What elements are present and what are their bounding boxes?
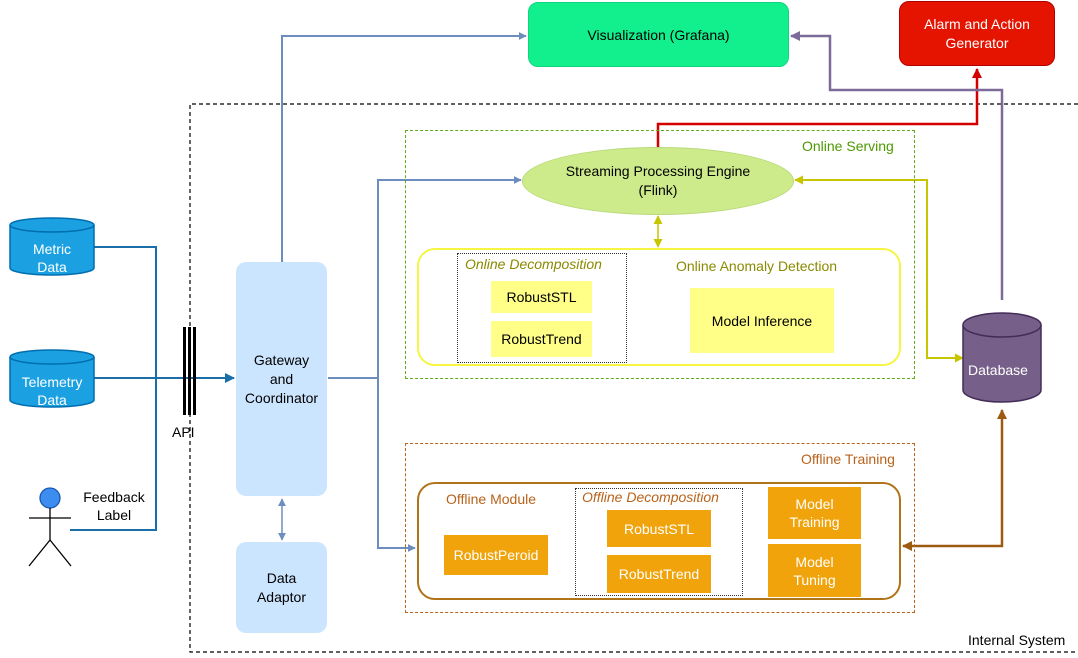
offline-decomposition-title: Offline Decomposition [582,489,719,505]
online-robuststl-label: RobustSTL [506,289,577,305]
offline-decomposition-group [575,488,743,596]
metric-to-api-line [93,246,157,378]
gateway-coordinator-box[interactable]: Gateway and Coordinator [236,262,327,496]
feedback-line2: Label [96,507,132,523]
alarm-label-line2: Generator [945,34,1009,51]
gateway-to-offline-arrow [377,378,416,552]
gateway-line3: Coordinator [244,389,319,406]
metric-data-cylinder-icon [9,217,95,276]
database-to-engine-arrow [794,175,964,363]
online-robusttrend-label: RobustTrend [501,331,582,347]
grafana-label: Visualization (Grafana) [587,26,730,43]
engine-to-alarm-arrow [656,68,982,147]
online-robusttrend-box[interactable]: RobustTrend [491,321,592,357]
engine-line2: (Flink) [638,182,678,198]
database-label: Database [968,362,1028,378]
online-decomposition-title: Online Decomposition [465,256,602,272]
api-gate-icon [183,327,196,415]
gateway-to-engine-arrow [328,176,522,379]
model-training-box[interactable]: Model Training [768,487,861,539]
offline-robuststl-box[interactable]: RobustSTL [607,510,711,547]
online-serving-section [405,130,915,379]
offline-robusttrend-label: RobustTrend [618,566,700,582]
offline-container [417,482,901,600]
online-detection-container [417,248,901,366]
telemetry-line1: Telemetry [21,374,83,390]
offline-module-title: Offline Module [446,491,537,507]
gateway-line1: Gateway [253,351,310,368]
adaptor-line1: Data [266,569,297,586]
feedback-label: Feedback Label [72,486,156,526]
robustperiod-box[interactable]: RobustPeroid [444,535,548,575]
user-figure-icon [28,487,72,567]
internal-system-label: Internal System [968,632,1066,648]
online-serving-label: Online Serving [802,138,894,154]
database-cylinder-icon [962,312,1042,403]
offline-training-label: Offline Training [801,451,895,467]
metric-line1: Metric [32,241,72,257]
tuning-line2: Tuning [793,571,836,588]
offline-robusttrend-box[interactable]: RobustTrend [607,555,711,593]
offline-training-section [405,443,915,613]
database-to-grafana-arrow [790,31,1004,300]
online-anomaly-title: Online Anomaly Detection [676,258,838,274]
engine-line1: Streaming Processing Engine [565,163,751,179]
model-tuning-box[interactable]: Model Tuning [768,544,861,597]
model-inference-label: Model Inference [711,312,813,329]
metric-line2: Data [37,259,67,275]
telemetry-line2: Data [37,392,67,408]
robustperiod-label: RobustPeroid [453,547,539,563]
grafana-box[interactable]: Visualization (Grafana) [528,2,789,67]
metric-data-label: Metric Data [10,238,94,278]
alarm-generator-box[interactable]: Alarm and Action Generator [899,1,1055,66]
online-decomposition-group [457,253,627,363]
data-adaptor-box[interactable]: Data Adaptor [236,542,327,633]
feedback-line1: Feedback [83,489,145,505]
training-line2: Training [789,514,840,530]
api-label: API [172,424,195,440]
online-robuststl-box[interactable]: RobustSTL [491,281,592,313]
streaming-engine-ellipse[interactable]: Streaming Processing Engine (Flink) [522,147,794,215]
gateway-line2: and [269,370,294,387]
telemetry-data-cylinder-icon [9,349,95,408]
telemetry-data-label: Telemetry Data [10,371,94,411]
feedback-to-api-line [70,378,157,531]
model-inference-box[interactable]: Model Inference [690,288,834,353]
training-line1: Model [795,496,834,512]
alarm-label-line1: Alarm and Action [924,15,1030,32]
tuning-line1: Model [795,553,834,570]
adaptor-line2: Adaptor [256,588,307,605]
gateway-to-grafana-arrow [281,32,527,262]
database-offline-arrow [902,409,1007,551]
offline-robuststl-label: RobustSTL [623,520,695,537]
